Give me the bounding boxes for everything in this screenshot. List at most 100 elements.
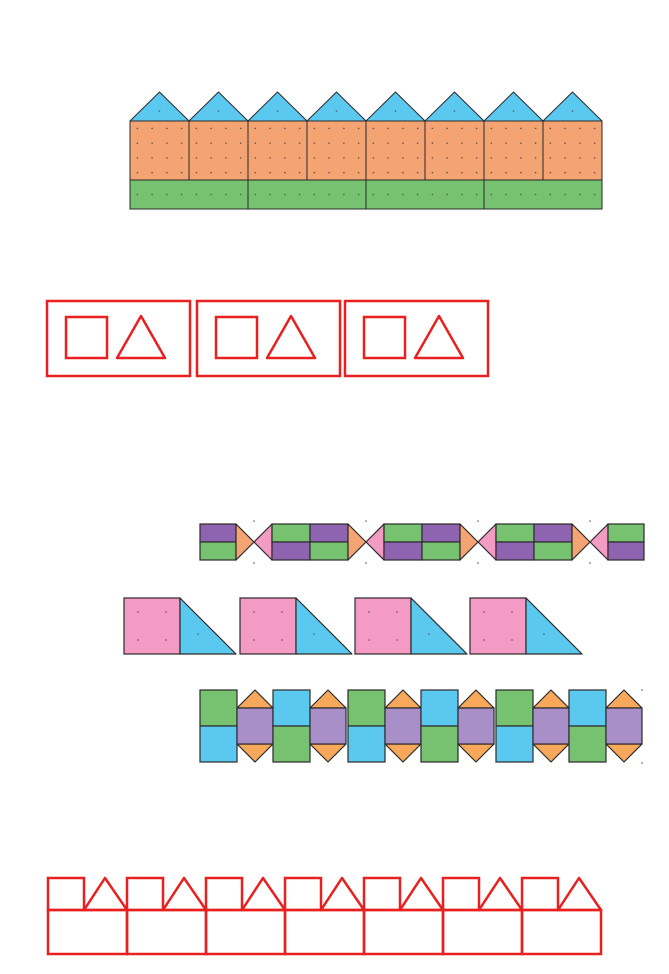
green-half: [607, 523, 645, 543]
grid-dot: [313, 633, 315, 635]
purple-half: [607, 541, 645, 561]
grid-dot: [475, 171, 478, 174]
grid-dot: [269, 171, 271, 174]
grid-dot: [343, 127, 345, 130]
grid-dot: [195, 127, 198, 130]
house-strip: [129, 91, 603, 210]
grid-dot: [136, 157, 139, 159]
pink-triangle: [365, 523, 385, 561]
orange-triangle: [605, 689, 643, 709]
red-rectangle: [46, 908, 129, 956]
grid-dot: [165, 639, 167, 641]
grid-dot: [477, 562, 479, 564]
grid-dot: [151, 193, 153, 196]
grid-dot: [165, 611, 167, 613]
green-half: [533, 541, 573, 561]
red-triangle: [319, 876, 366, 912]
grid-dot: [431, 171, 434, 174]
grid-dot: [335, 110, 338, 112]
green-square: [199, 689, 238, 727]
orange-square: [129, 120, 190, 181]
grid-dot: [368, 639, 370, 641]
grid-dot: [446, 193, 448, 196]
grid-dot: [520, 157, 522, 159]
grid-dot: [431, 157, 434, 159]
grid-dot: [431, 142, 434, 144]
grid-dot: [461, 193, 463, 196]
red-rectangle: [520, 908, 603, 956]
grid-dot: [136, 127, 139, 130]
grid-dot: [461, 127, 463, 130]
grid-dot: [151, 127, 153, 130]
grid-dot: [387, 171, 389, 174]
grid-dot: [225, 193, 227, 196]
orange-triangle: [532, 689, 570, 709]
grid-dot: [239, 127, 242, 130]
grid-dot: [284, 142, 286, 144]
grid-dot: [511, 611, 513, 613]
orange-triangle: [235, 523, 255, 561]
pink-triangle: [477, 523, 497, 561]
grid-dot: [446, 157, 448, 159]
grid-dot: [579, 127, 581, 130]
grid-dot: [195, 142, 198, 144]
red-rectangle: [204, 908, 287, 956]
grid-dot: [475, 157, 478, 159]
orange-square: [365, 120, 426, 181]
grid-dot: [328, 142, 330, 144]
green-half: [421, 541, 461, 561]
grid-dot: [431, 193, 434, 196]
orange-triangle: [236, 689, 274, 709]
orange-triangle: [457, 689, 495, 709]
purple-half: [533, 523, 573, 543]
grid-dot: [579, 157, 581, 159]
blue-square: [272, 689, 311, 727]
grid-dot: [396, 611, 398, 613]
red-triangle: [413, 314, 465, 360]
blue-square: [199, 725, 238, 763]
grid-dot: [151, 171, 153, 174]
grid-dot: [180, 171, 183, 174]
grid-dot: [137, 639, 139, 641]
grid-dot: [166, 142, 168, 144]
grid-dot: [431, 127, 434, 130]
green-square: [272, 725, 311, 763]
grid-dot: [641, 762, 643, 764]
grid-dot: [505, 171, 507, 174]
grid-dot: [357, 142, 360, 144]
grid-dot: [543, 633, 545, 635]
blue-triangle: [129, 91, 190, 122]
grid-dot: [511, 639, 513, 641]
grid-dot: [475, 142, 478, 144]
grid-dot: [239, 193, 242, 196]
purple-half: [421, 523, 461, 543]
orange-triangle: [309, 689, 347, 709]
blue-right-triangle: [525, 597, 583, 655]
grid-dot: [195, 171, 198, 174]
grid-dot: [534, 157, 537, 159]
grid-dot: [281, 611, 283, 613]
red-square: [362, 315, 407, 360]
grid-dot: [505, 157, 507, 159]
grid-dot: [158, 110, 161, 112]
grid-dot: [564, 171, 566, 174]
blue-triangle: [188, 91, 249, 122]
grid-dot: [446, 171, 448, 174]
grid-dot: [284, 157, 286, 159]
red-square: [441, 876, 481, 912]
grid-dot: [372, 127, 375, 130]
grid-dot: [593, 157, 596, 159]
grid-dot: [490, 157, 493, 159]
blue-square: [420, 689, 459, 727]
red-rectangle: [441, 908, 524, 956]
red-triangle: [161, 876, 208, 912]
red-triangle: [556, 876, 603, 912]
grid-dot: [365, 520, 367, 522]
grid-dot: [298, 157, 301, 159]
grid-dot: [490, 193, 493, 196]
grid-dot: [534, 127, 537, 130]
grid-dot: [313, 193, 316, 196]
grid-dot: [641, 689, 643, 691]
grid-dot: [475, 193, 478, 196]
grid-dot: [313, 171, 316, 174]
